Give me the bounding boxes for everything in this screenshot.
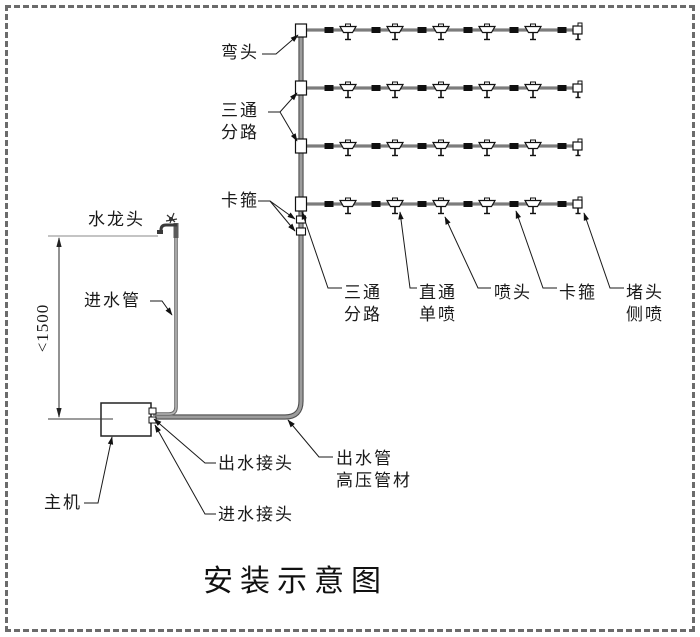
label-inlet-pipe: 进水管 <box>84 291 141 310</box>
label-tee-branch-left: 三通 分路 <box>221 101 259 143</box>
label-straight-spray: 直通 单喷 <box>419 283 457 325</box>
label-end-plug: 堵头 侧喷 <box>626 283 664 325</box>
clamp-fitting <box>557 143 567 149</box>
spray-nozzle-fitting <box>338 197 358 215</box>
leader-line <box>154 424 216 515</box>
leader-line <box>287 419 333 458</box>
clamp-fitting <box>463 27 473 33</box>
leader-line <box>268 92 298 113</box>
faucet-icon <box>157 212 179 238</box>
label-elbow: 弯头 <box>221 43 259 62</box>
end-plug-side-spray-fitting <box>572 138 583 157</box>
spray-nozzle-fitting <box>385 23 405 41</box>
diagram-title: 安装示意图 <box>203 565 388 598</box>
spray-nozzle-fitting <box>431 81 451 99</box>
clamp-fitting <box>463 201 473 207</box>
spray-nozzle-fitting <box>523 81 543 99</box>
end-plug-side-spray-fitting <box>572 196 583 215</box>
branch-row <box>294 80 583 99</box>
leader-line <box>398 211 417 289</box>
clamp-fitting <box>417 143 427 149</box>
spray-nozzle-fitting <box>338 139 358 157</box>
label-spray-nozzle: 喷头 <box>494 283 532 302</box>
clamp-fitting <box>557 27 567 33</box>
end-plug-side-spray-fitting <box>572 80 583 99</box>
label-tee-branch-bottom: 三通 分路 <box>344 283 382 325</box>
label-clamp-left: 卡箍 <box>221 191 259 210</box>
main-pipe <box>155 31 304 420</box>
clamp-fitting <box>417 85 427 91</box>
spray-nozzle-fitting <box>431 23 451 41</box>
label-inlet-connector: 进水接头 <box>218 505 294 524</box>
spray-nozzle-fitting <box>338 23 358 41</box>
clamp-fitting <box>324 27 334 33</box>
clamp-fitting <box>463 85 473 91</box>
leader-line <box>84 436 114 504</box>
clamp-fitting <box>371 143 381 149</box>
label-outlet-connector: 出水接头 <box>218 454 294 473</box>
spray-nozzle-fitting <box>523 23 543 41</box>
leader-line <box>279 111 298 142</box>
branch-row <box>294 138 583 157</box>
leader-line <box>153 418 216 464</box>
clamp-fitting <box>417 27 427 33</box>
clamp-fitting <box>371 85 381 91</box>
spray-nozzle-fitting <box>431 197 451 215</box>
spray-nozzle-fitting <box>385 197 405 215</box>
clamp-fitting <box>557 201 567 207</box>
clamp-fitting <box>417 201 427 207</box>
elbow-fitting <box>294 23 308 38</box>
clamp-fitting <box>371 27 381 33</box>
spray-nozzle-fitting <box>477 139 497 157</box>
clamp-fitting <box>557 85 567 91</box>
leader-line <box>301 211 342 289</box>
leader-line <box>583 212 624 289</box>
outlet-connector-fitting <box>148 407 157 415</box>
clamp-fitting <box>509 27 519 33</box>
clamp-fitting <box>324 143 334 149</box>
tee-fitting <box>294 196 308 212</box>
spray-nozzle-fitting <box>338 81 358 99</box>
leader-line <box>258 200 296 220</box>
clamp-fitting <box>371 201 381 207</box>
branch-rows <box>294 22 583 215</box>
label-faucet: 水龙头 <box>88 210 145 229</box>
label-max-height: <1500 <box>33 303 52 353</box>
inlet-pipe <box>153 236 178 416</box>
spray-nozzle-fitting <box>477 23 497 41</box>
spray-nozzle-fitting <box>431 139 451 157</box>
spray-nozzle-fitting <box>385 81 405 99</box>
spray-nozzle-fitting <box>385 139 405 157</box>
spray-nozzle-fitting <box>477 197 497 215</box>
clamp-fitting <box>463 143 473 149</box>
label-outlet-pipe: 出水管 高压管材 <box>336 449 412 491</box>
label-main-unit: 主机 <box>44 493 82 512</box>
clamp-fitting <box>324 201 334 207</box>
spray-nozzle-fitting <box>523 197 543 215</box>
branch-row <box>294 22 583 41</box>
clamp-fitting <box>324 85 334 91</box>
label-clamp-bottom: 卡箍 <box>559 283 597 302</box>
leader-line <box>262 34 299 55</box>
branch-row <box>294 196 583 215</box>
tee-fitting <box>294 80 308 96</box>
tee-fitting <box>294 138 308 154</box>
spray-nozzle-fitting <box>523 139 543 157</box>
leader-line <box>515 210 557 289</box>
end-plug-side-spray-fitting <box>572 22 583 41</box>
leader-line <box>269 200 296 232</box>
clamp-fitting <box>509 143 519 149</box>
spray-nozzle-fitting <box>477 81 497 99</box>
height-dimension <box>48 235 158 420</box>
clamp-fitting <box>509 201 519 207</box>
leader-line <box>150 300 173 316</box>
leader-lines <box>84 34 624 515</box>
leader-line <box>444 216 491 289</box>
clamp-fitting <box>509 85 519 91</box>
